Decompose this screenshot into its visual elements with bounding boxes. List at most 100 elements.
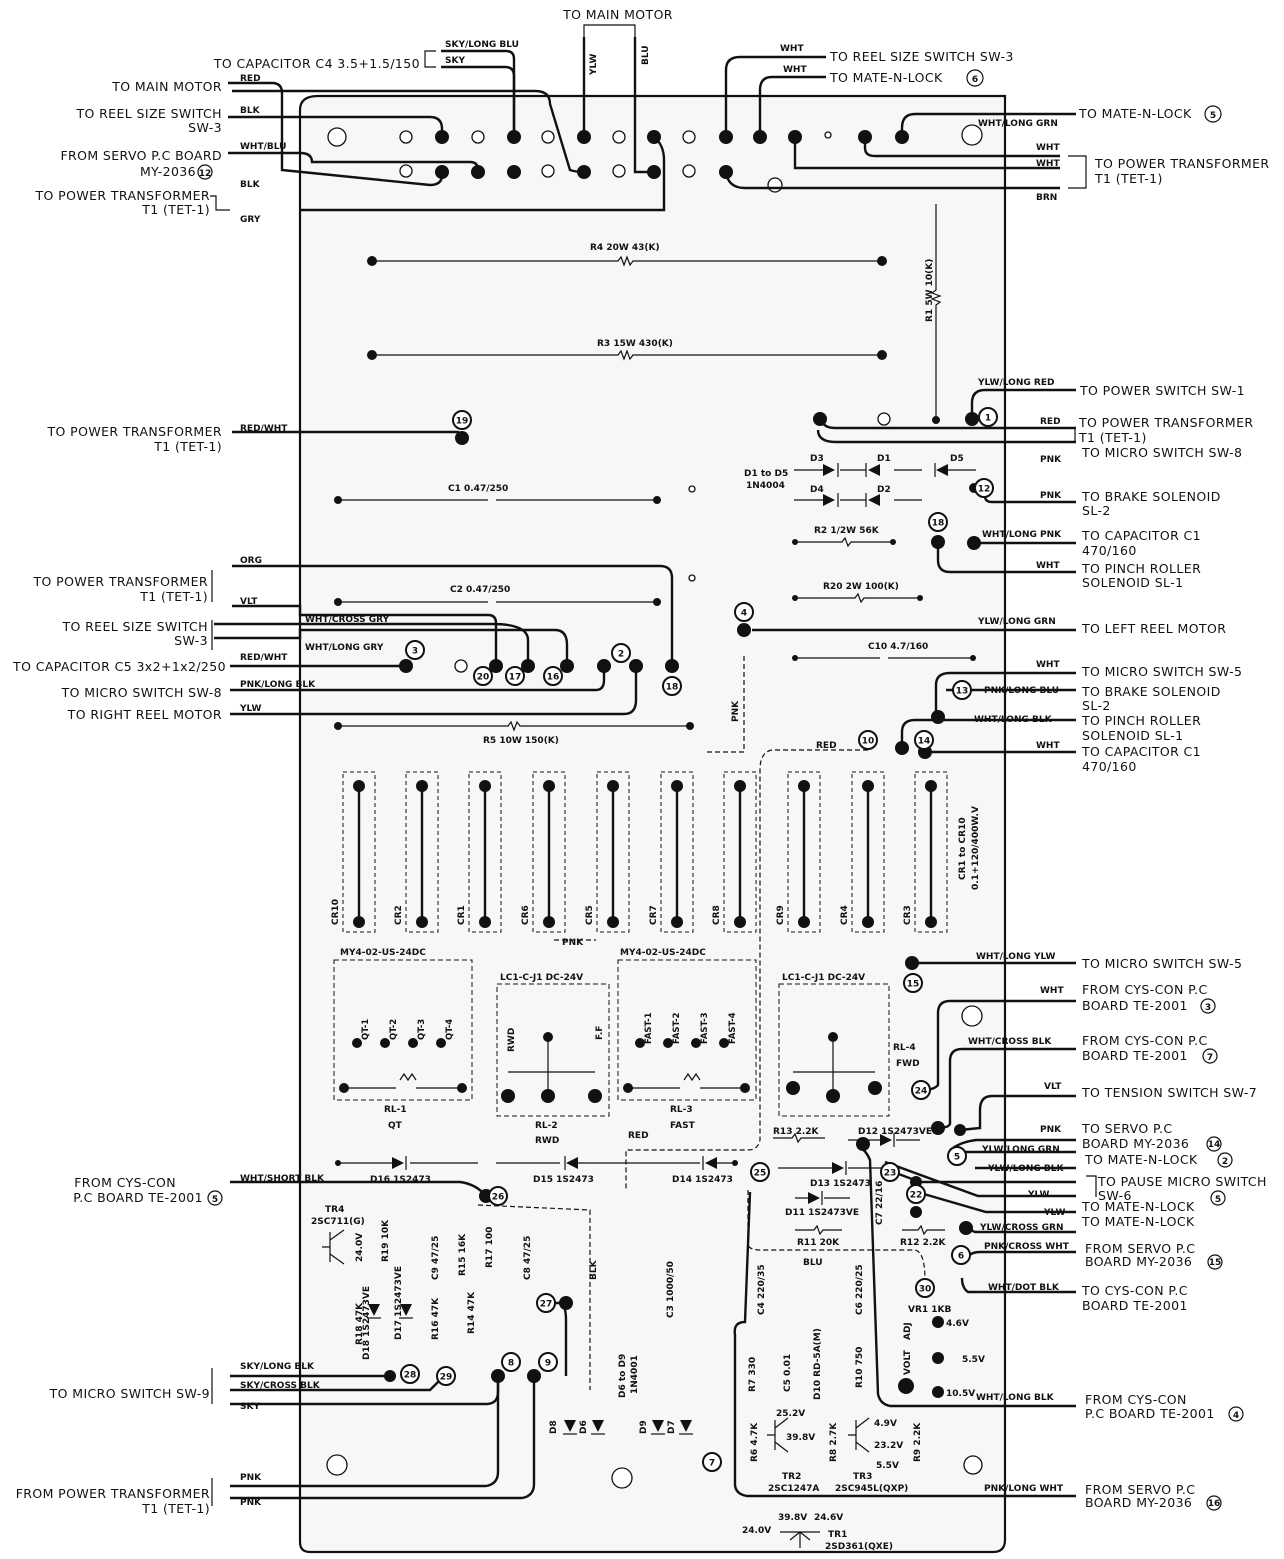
cmp-rl2: RL-2: [535, 1121, 558, 1131]
cmp-d6: D6: [579, 1420, 589, 1434]
wire-wht-long-pnk: WHT/LONG PNK: [982, 530, 1062, 540]
label-cap-c1-a2: 470/160: [1082, 543, 1137, 558]
contact-fast-2: FAST-2: [672, 1012, 682, 1044]
cmp-volt: VOLT: [903, 1349, 913, 1375]
relay-label-cr8: CR8: [712, 905, 722, 925]
cmp-rwd: RWD: [507, 1028, 517, 1052]
label-brake-sl2-a: TO BRAKE SOLENOID: [1081, 489, 1221, 504]
label-cyscon-7: FROM CYS-CON P.C: [1082, 1033, 1208, 1048]
svg-text:30: 30: [919, 1285, 932, 1295]
svg-text:3: 3: [412, 647, 418, 657]
wire-pnk-cross-wht: PNK/CROSS WHT: [984, 1242, 1070, 1252]
svg-text:15: 15: [907, 980, 920, 990]
cmp-v232: 23.2V: [874, 1441, 903, 1451]
middle-wires: [214, 564, 1076, 754]
svg-text:13: 13: [956, 687, 969, 697]
svg-text:6: 6: [958, 1252, 964, 1262]
label-power-t1-d: TO POWER TRANSFORMER: [1078, 415, 1253, 430]
wire-ylw-long-grn-2: YLW/LONG GRN: [981, 1145, 1060, 1155]
board-node-20: 20: [473, 666, 493, 686]
circled-5c: 5: [212, 1195, 218, 1205]
cmp-r8: R8 2.7K: [829, 1422, 839, 1462]
board-node-17: 17: [505, 666, 525, 686]
circled-4: 4: [1233, 1411, 1239, 1421]
component-labels: R4 20W 43(K) R3 15W 430(K) R1 5W 10(K) C…: [311, 243, 985, 1552]
svg-text:7: 7: [709, 1459, 715, 1469]
label-pinch-sl1-b2: SOLENOID SL-1: [1082, 728, 1183, 743]
label-servo-15b: BOARD MY-2036: [1085, 1254, 1192, 1269]
label-cyscon-7b: BOARD TE-2001: [1082, 1048, 1188, 1063]
label-servo-14b: BOARD MY-2036: [1082, 1136, 1189, 1151]
wire-wht-dot-blk: WHT/DOT BLK: [988, 1283, 1060, 1293]
cmp-v55b: 5.5V: [876, 1461, 899, 1471]
lower-wires: [230, 961, 1076, 1500]
label-cap-c1-b: TO CAPACITOR C1: [1081, 744, 1201, 759]
cmp-r4: R4 20W 43(K): [590, 243, 660, 253]
board-node-28: 28: [400, 1364, 420, 1384]
cmp-c8: C8 47/25: [523, 1236, 533, 1280]
cmp-tr1: TR1: [828, 1530, 847, 1540]
relay-label-cr2: CR2: [394, 905, 404, 925]
wire-pnk-long-wht: PNK/LONG WHT: [984, 1484, 1064, 1494]
cmp-tr2: TR2: [782, 1472, 801, 1482]
label-power-t1-f2: T1 (TET-1): [141, 1501, 210, 1516]
cmp-in4004: 1N4004: [746, 481, 785, 491]
label-mate-n-lock-3: TO MATE-N-LOCK: [1081, 1214, 1195, 1229]
cmp-vr1: VR1 1KB: [908, 1305, 952, 1315]
cmp-r20: R20 2W 100(K): [823, 582, 899, 592]
wire-pnk-long-blu: PNK/LONG BLU: [984, 686, 1059, 696]
board-node-6: 6: [951, 1245, 971, 1265]
cmp-r14: R14 47K: [467, 1291, 477, 1334]
label-reel-size-sw3-b: TO REEL SIZE SWITCH SW-3: [829, 49, 1014, 64]
label-power-t1-d2: T1 (TET-1): [1078, 430, 1147, 445]
cmp-d2: D2: [877, 485, 891, 495]
wire-wht-4: WHT: [1036, 159, 1060, 169]
cmp-d8: D8: [549, 1420, 559, 1434]
svg-text:10: 10: [862, 737, 875, 747]
cmp-d1: D1: [877, 454, 891, 464]
cmp-d15: D15 1S2473: [533, 1175, 594, 1185]
wire-wht-long-blk-2: WHT/LONG BLK: [976, 1393, 1055, 1403]
right-upper-pads: [334, 412, 981, 606]
label-servo-14: TO SERVO P.C: [1081, 1121, 1173, 1136]
label-power-sw1: TO POWER SWITCH SW-1: [1079, 383, 1245, 398]
label-servo-16b: BOARD MY-2036: [1085, 1495, 1192, 1510]
board-node-9: 9: [538, 1352, 558, 1372]
relay-label-cr9: CR9: [776, 905, 786, 925]
board-node-19: 19: [452, 410, 472, 430]
svg-text:12: 12: [978, 485, 991, 495]
label-brake-sl2-b2: SL-2: [1082, 698, 1111, 713]
wire-wht-7: WHT: [1036, 741, 1060, 751]
board-node-14: 14: [914, 730, 934, 750]
cmp-r5: R5 10W 150(K): [483, 736, 559, 746]
cmp-d18: D18 1S2473VE: [362, 1286, 372, 1360]
wire-wht-long-gry: WHT/LONG GRY: [305, 643, 384, 653]
label-cap-c1-b2: 470/160: [1082, 759, 1137, 774]
label-micro-sw8-l: TO MICRO SWITCH SW-8: [61, 685, 222, 700]
svg-text:5: 5: [954, 1153, 960, 1163]
wire-pnk-3: PNK: [562, 938, 584, 948]
board-node-24: 24: [911, 1080, 931, 1100]
svg-text:18: 18: [932, 519, 945, 529]
cmp-d6-d9: D6 to D9: [618, 1354, 628, 1398]
wire-sky-long-blu: SKY/LONG BLU: [445, 40, 519, 50]
cmp-r17: R17 100: [485, 1227, 495, 1268]
cmp-d12: D12 1S2473VE: [858, 1127, 932, 1137]
label-cap-c1-a: TO CAPACITOR C1: [1081, 528, 1201, 543]
circled-6: 6: [972, 75, 978, 85]
relay-label-cr3: CR3: [903, 905, 913, 925]
relay-label-cr6: CR6: [521, 905, 531, 925]
board-node-1: 1: [978, 407, 998, 427]
dashed-wires: [477, 656, 926, 1390]
label-reel-size-sw3-c2: SW-3: [174, 633, 208, 648]
contact-qt-3: QT-3: [417, 1019, 427, 1040]
board-node-26: 26: [488, 1186, 508, 1206]
cmp-r18: R18 47K: [355, 1302, 365, 1345]
wire-vlt-1: VLT: [240, 597, 258, 607]
cmp-rl1n: QT: [388, 1121, 403, 1131]
wire-blk-v: BLK: [589, 1259, 599, 1280]
label-pinch-sl1-a: TO PINCH ROLLER: [1081, 561, 1201, 576]
board-node-2: 2: [611, 643, 631, 663]
